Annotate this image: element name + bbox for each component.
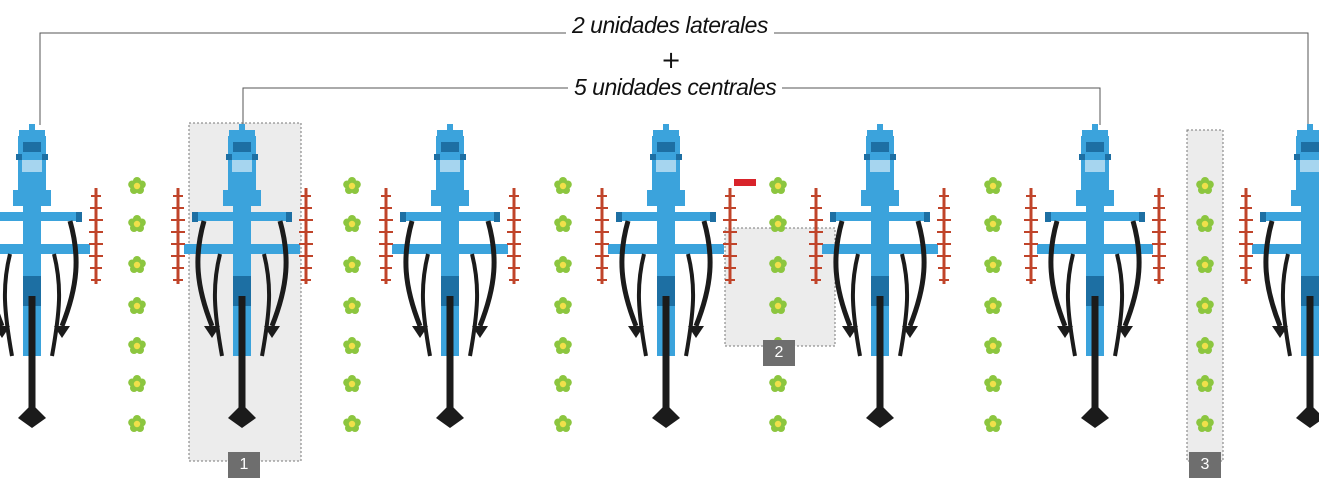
unit-lateral-left <box>0 124 103 428</box>
plant-icon <box>128 375 146 392</box>
unit-central-2 <box>379 124 521 428</box>
plant-icon <box>343 215 361 232</box>
plant-icon <box>554 215 572 232</box>
lateral-units-label: 2 unidades laterales <box>566 12 774 39</box>
plant-icon <box>984 215 1002 232</box>
plant-icon <box>984 256 1002 273</box>
plus-sign: + <box>661 46 682 74</box>
plant-icon <box>554 297 572 314</box>
unit-lateral-right <box>1239 124 1319 428</box>
badge-2: 2 <box>763 340 795 366</box>
plant-icon <box>128 337 146 354</box>
plant-icon <box>554 415 572 432</box>
plant-icon <box>984 297 1002 314</box>
plant-icon <box>769 177 787 194</box>
plant-icon <box>554 337 572 354</box>
plant-icon <box>128 297 146 314</box>
plant-icon <box>984 415 1002 432</box>
plant-icon <box>128 256 146 273</box>
plant-icon <box>984 177 1002 194</box>
badge-3: 3 <box>1189 452 1221 478</box>
plant-icon <box>128 415 146 432</box>
plant-icon <box>343 375 361 392</box>
plant-icon <box>769 215 787 232</box>
plant-icon <box>554 177 572 194</box>
plant-icon <box>343 415 361 432</box>
plant-icon <box>343 297 361 314</box>
unit-central-5 <box>1024 124 1166 428</box>
badge-1: 1 <box>228 452 260 478</box>
plant-icon <box>343 177 361 194</box>
plant-icon <box>554 375 572 392</box>
unit-central-3 <box>595 124 737 428</box>
central-units-label: 5 unidades centrales <box>568 74 783 101</box>
highlight-box-2 <box>724 227 836 347</box>
plant-icon <box>984 375 1002 392</box>
plant-icon <box>769 375 787 392</box>
minus-marker <box>734 179 756 186</box>
plant-icon <box>554 256 572 273</box>
plant-icon <box>343 256 361 273</box>
plant-icon <box>343 337 361 354</box>
plant-icon <box>128 215 146 232</box>
plant-icon <box>128 177 146 194</box>
plant-icon <box>769 415 787 432</box>
plant-icon <box>984 337 1002 354</box>
minus-text: – <box>745 174 746 176</box>
